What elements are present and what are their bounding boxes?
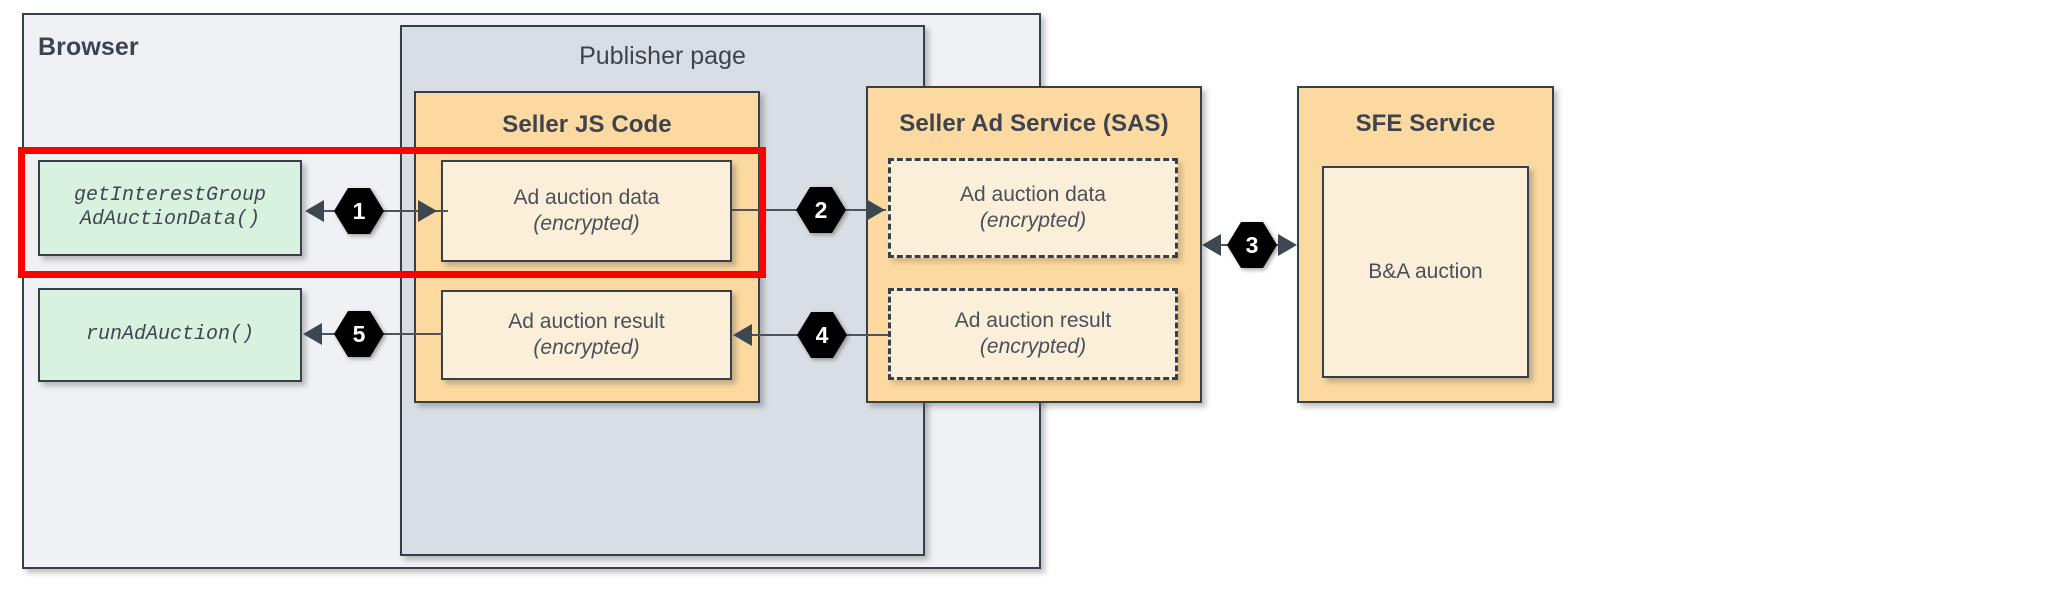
sas-ad-auction-data-box: Ad auction data (encrypted) bbox=[888, 158, 1178, 258]
step-badge-5: 5 bbox=[333, 308, 385, 360]
arrowhead-step-1-left bbox=[305, 200, 324, 222]
sas-ad-auction-result-box: Ad auction result (encrypted) bbox=[888, 288, 1178, 380]
ba-auction-label: B&A auction bbox=[1368, 260, 1483, 284]
step-badge-4: 4 bbox=[796, 309, 848, 361]
seller-ad-auction-result-label: Ad auction result bbox=[508, 310, 665, 334]
seller-ad-auction-data-label: Ad auction data bbox=[513, 186, 660, 210]
ba-auction-box: B&A auction bbox=[1322, 166, 1529, 378]
seller-ad-auction-result-sublabel: (encrypted) bbox=[533, 336, 640, 359]
sas-ad-auction-result-sublabel: (encrypted) bbox=[979, 335, 1087, 358]
arrowhead-step-5-left bbox=[303, 323, 322, 345]
sfe-service-label: SFE Service bbox=[1355, 110, 1496, 137]
seller-ad-auction-data-box: Ad auction data (encrypted) bbox=[441, 160, 732, 262]
arrowhead-step-3-left bbox=[1202, 234, 1221, 256]
connector-step-1 bbox=[323, 210, 448, 212]
seller-ad-service-label: Seller Ad Service (SAS) bbox=[899, 110, 1169, 137]
seller-js-code-label: Seller JS Code bbox=[502, 111, 672, 138]
sas-ad-auction-result-label: Ad auction result bbox=[954, 309, 1112, 333]
arrowhead-step-3-right bbox=[1278, 234, 1297, 256]
get-interest-group-ad-auction-data-box: getInterestGroup AdAuctionData() bbox=[38, 160, 302, 256]
arrowhead-step-4-left bbox=[733, 324, 752, 346]
sas-ad-auction-data-sublabel: (encrypted) bbox=[979, 209, 1087, 232]
seller-ad-auction-data-sublabel: (encrypted) bbox=[533, 212, 640, 235]
run-ad-auction-box: runAdAuction() bbox=[38, 288, 302, 382]
seller-ad-auction-result-box: Ad auction result (encrypted) bbox=[441, 290, 732, 380]
browser-panel-label: Browser bbox=[38, 33, 139, 61]
sas-ad-auction-data-label: Ad auction data bbox=[960, 183, 1106, 207]
arrowhead-step-1-right bbox=[418, 200, 437, 222]
step-badge-1: 1 bbox=[333, 185, 385, 237]
step-badge-2: 2 bbox=[795, 184, 847, 236]
publisher-page-label: Publisher page bbox=[579, 42, 746, 70]
step-badge-3: 3 bbox=[1226, 219, 1278, 271]
arrowhead-step-2-right bbox=[866, 199, 885, 221]
